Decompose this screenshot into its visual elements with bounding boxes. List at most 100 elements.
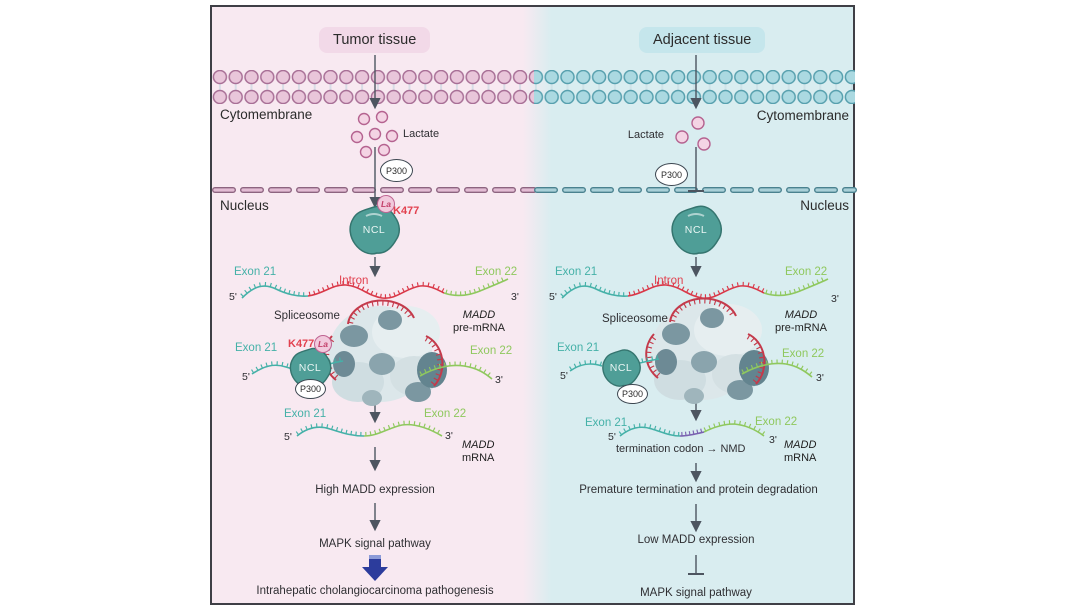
rna-ticks (365, 420, 440, 436)
three-prime-right-mrna: 3' (769, 434, 777, 446)
low-madd-expression-label: Low MADD expression (637, 534, 755, 546)
k477-site-left-complex: K477 (288, 338, 315, 350)
exon21-label-left-complex: Exon 21 (235, 342, 278, 354)
exon22-label-left-complex: Exon 22 (470, 345, 513, 357)
pathogenesis-label: Intrahepatic cholangiocarcinoma pathogen… (256, 585, 494, 597)
three-prime-right-premrna: 3' (831, 293, 839, 305)
exon21-label-left-mrna: Exon 21 (284, 408, 327, 420)
spliceosome-label-left: Spliceosome (274, 310, 340, 322)
exon22-label-right-premrna: Exon 22 (785, 266, 828, 278)
exon22-label-left-mrna: Exon 22 (424, 408, 467, 420)
mapk-pathway-label-right: MAPK signal pathway (640, 587, 752, 599)
rna-ticks (670, 298, 735, 322)
intron-label-right: Intron (654, 275, 684, 287)
termination-codon-label: termination codon→NMD (616, 443, 746, 455)
p300-enzyme-left-complex: P300 (295, 379, 326, 399)
emphasis-arrow (362, 555, 388, 581)
high-madd-expression-label: High MADD expression (315, 484, 435, 496)
rna-ticks (569, 359, 603, 371)
rna-ticks (308, 280, 445, 299)
three-prime-left-mrna: 3' (445, 430, 453, 442)
rna-ticks (703, 420, 766, 436)
pre-mrna-strand-left (240, 277, 509, 299)
rna-ticks (741, 359, 813, 376)
exon22-label-left-premrna: Exon 22 (475, 266, 518, 278)
five-prime-right-mrna: 5' (608, 431, 616, 443)
three-prime-left-premrna: 3' (511, 291, 519, 303)
nmd-text: NMD (720, 443, 746, 455)
rna-ticks (560, 281, 625, 297)
ncl-label-right-top: NCL (684, 224, 708, 236)
ncl-label-left-complex: NCL (298, 362, 322, 374)
rna-ticks (348, 300, 413, 324)
adjacent-tissue-badge: Adjacent tissue (639, 27, 766, 53)
lactate-label-right: Lactate (627, 129, 664, 141)
madd-mrna-line2-right: mRNA (784, 452, 817, 464)
termination-text: termination codon (616, 443, 704, 455)
mrna-strand-left (295, 420, 443, 437)
exon22-label-right-mrna: Exon 22 (755, 416, 798, 428)
lactate-label-left: Lactate (403, 128, 440, 140)
rna-ticks (240, 281, 305, 297)
p300-enzyme-left-top: P300 (380, 159, 413, 182)
k477-site-left-top: K477 (393, 205, 420, 217)
lactyl-mark-left-top: La (377, 195, 395, 213)
cytomembrane-bilayer (212, 70, 855, 104)
lactate-molecules (350, 110, 711, 159)
cytomembrane-label-right: Cytomembrane (756, 108, 849, 123)
rna-ticks (746, 334, 765, 384)
complex-strands-right (569, 355, 813, 378)
madd-premrna-line1-left: MADD (462, 309, 496, 321)
madd-mrna-line2-left: mRNA (462, 452, 495, 464)
three-prime-left-complex: 3' (495, 374, 503, 386)
exon21-label-right-complex: Exon 21 (557, 342, 600, 354)
rna-ticks (681, 428, 703, 436)
madd-premrna-line2-right: pre-mRNA (775, 322, 827, 334)
tumor-tissue-badge: Tumor tissue (319, 27, 431, 53)
nucleus-label-left: Nucleus (220, 198, 269, 213)
exon22-label-right-complex: Exon 22 (782, 348, 825, 360)
madd-mrna-line1-left: MADD (462, 439, 495, 451)
rna-ticks (445, 277, 504, 296)
cytomembrane-label-left: Cytomembrane (220, 107, 313, 122)
madd-mrna-line1-right: MADD (784, 439, 817, 451)
ncl-proteins (289, 205, 723, 389)
rna-ticks (419, 361, 491, 377)
diagram-graphics (212, 55, 857, 581)
madd-premrna-line2-left: pre-mRNA (453, 322, 505, 334)
five-prime-left-complex: 5' (242, 371, 250, 383)
p300-enzyme-right-top: P300 (655, 163, 688, 186)
five-prime-left-mrna: 5' (284, 431, 292, 443)
pre-mrna-strand-right (560, 277, 829, 299)
premature-termination-label: Premature termination and protein degrad… (579, 484, 818, 496)
five-prime-right-premrna: 5' (549, 291, 557, 303)
five-prime-left-premrna: 5' (229, 291, 237, 303)
rna-ticks (765, 277, 824, 296)
five-prime-right-complex: 5' (560, 370, 568, 382)
nmd-arrow-glyph: → (706, 443, 718, 455)
ncl-label-left-top: NCL (362, 224, 386, 236)
pathway-figure: Tumor tissue Cytomembrane Lactate P300 N… (210, 5, 857, 605)
spliceosome-left (323, 299, 447, 406)
spliceosome-right (645, 297, 769, 404)
exon21-label-right-premrna: Exon 21 (555, 266, 598, 278)
lactyl-mark-left-complex: La (314, 335, 332, 353)
exon21-label-left-premrna: Exon 21 (234, 266, 277, 278)
three-prime-right-complex: 3' (816, 372, 824, 384)
intron-label-left: Intron (339, 275, 369, 287)
nucleus-label-right: Nucleus (800, 198, 849, 213)
mapk-pathway-label-left: MAPK signal pathway (319, 538, 431, 550)
ncl-label-right-complex: NCL (609, 362, 633, 374)
rna-ticks (628, 280, 765, 299)
mrna-strand-right (618, 420, 766, 437)
spliceosome-label-right: Spliceosome (602, 313, 668, 325)
madd-premrna-line1-right: MADD (784, 309, 818, 321)
exon21-label-right-mrna: Exon 21 (585, 417, 628, 429)
rna-ticks (295, 423, 362, 436)
rna-ticks (618, 423, 680, 436)
p300-enzyme-right-complex: P300 (617, 384, 648, 404)
